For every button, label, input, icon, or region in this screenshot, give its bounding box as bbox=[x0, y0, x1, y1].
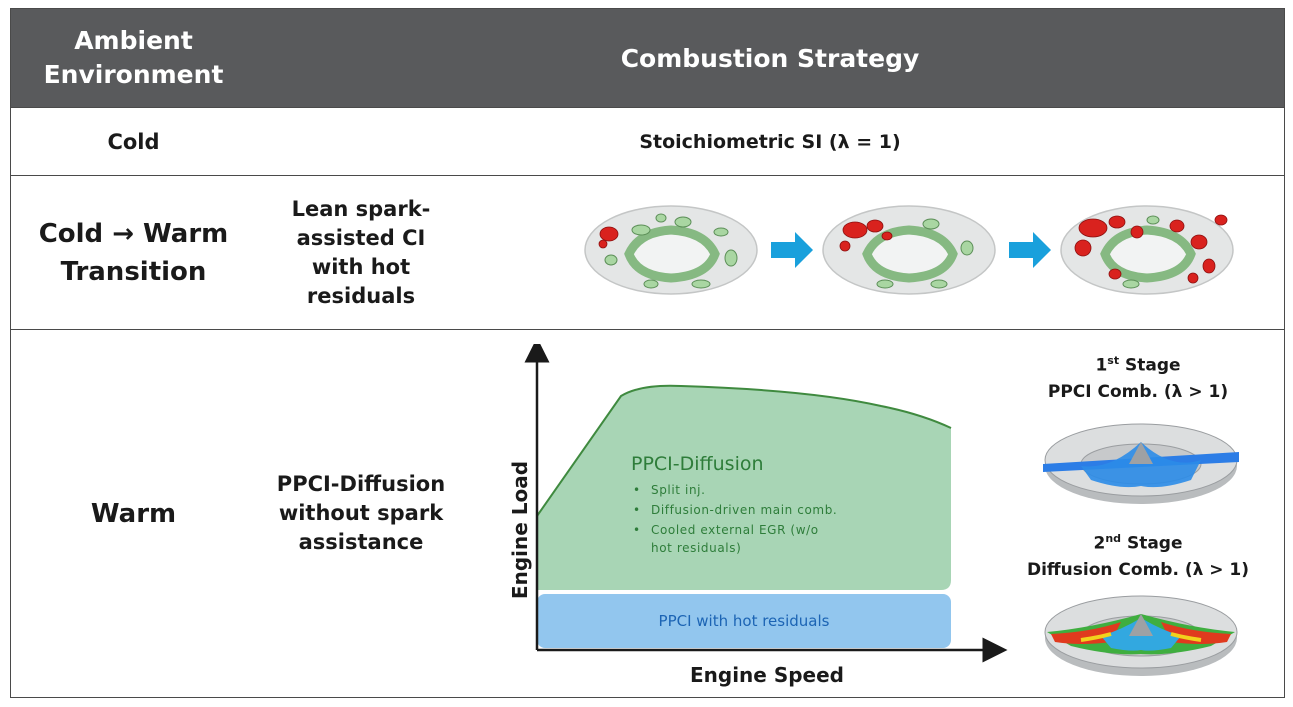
env-cold: Cold bbox=[107, 129, 160, 154]
strategy-stoichiometric-si: Stoichiometric SI (λ = 1) bbox=[639, 130, 901, 153]
env-warm: Warm bbox=[90, 498, 177, 529]
y-axis-label: Engine Load bbox=[508, 461, 532, 599]
ppci-hot-residuals-band bbox=[537, 594, 951, 648]
stage1-piston-bowl-image bbox=[1043, 423, 1239, 504]
svg-text:•: • bbox=[633, 503, 641, 517]
ppci-diffusion-title: PPCI-Diffusion bbox=[631, 453, 764, 475]
strategy-ppci-diffusion-without-spark: PPCI-Diffusion without spark assistance bbox=[276, 472, 446, 554]
bullet-split-inj: Split inj. bbox=[651, 483, 706, 497]
combustion-torus-image-3 bbox=[1060, 205, 1234, 295]
svg-text:•: • bbox=[633, 483, 641, 497]
stage2-label: 2nd Stage Diffusion Comb. (λ > 1) bbox=[1026, 532, 1250, 580]
env-cold-warm-transition: Cold → Warm Transition bbox=[38, 218, 229, 287]
stage2-piston-bowl-image bbox=[1044, 595, 1238, 676]
ppci-diffusion-region bbox=[537, 385, 951, 590]
strategy-lean-spark-assisted-ci: Lean spark- assisted CI with hot residua… bbox=[291, 196, 431, 308]
combustion-strategy-table: Ambient Environment Combustion Strategy … bbox=[10, 8, 1285, 698]
engine-load-speed-map: Engine Load Engine Speed PPCI-Diffusion … bbox=[508, 344, 1008, 687]
x-axis-label: Engine Speed bbox=[690, 663, 844, 687]
header-ambient-environment: Ambient Environment bbox=[43, 26, 224, 89]
row-cold-warm-transition: Cold → Warm Transition Lean spark- assis… bbox=[11, 175, 1284, 329]
combustion-torus-image-2 bbox=[822, 205, 996, 295]
header-combustion-strategy: Combustion Strategy bbox=[620, 43, 920, 73]
combustion-torus-image-1 bbox=[584, 205, 758, 295]
bullet-cooled-egr: Cooled external EGR (w/o bbox=[651, 523, 819, 537]
row-cold: Cold Stoichiometric SI (λ = 1) bbox=[11, 107, 1284, 175]
ppci-diffusion-boundary bbox=[536, 384, 952, 517]
svg-text:•: • bbox=[633, 523, 641, 537]
bullet-hot-residuals: hot residuals) bbox=[651, 541, 741, 555]
arrow-right-icon bbox=[771, 232, 813, 268]
row-warm: Warm PPCI-Diffusion without spark assist… bbox=[11, 329, 1284, 697]
ppci-band-label: PPCI with hot residuals bbox=[659, 612, 830, 630]
bullet-diffusion-driven: Diffusion-driven main comb. bbox=[651, 503, 837, 517]
stage1-label: 1st Stage PPCI Comb. (λ > 1) bbox=[1047, 354, 1229, 402]
arrow-right-icon bbox=[1009, 232, 1051, 268]
table-header: Ambient Environment Combustion Strategy bbox=[11, 9, 1284, 107]
